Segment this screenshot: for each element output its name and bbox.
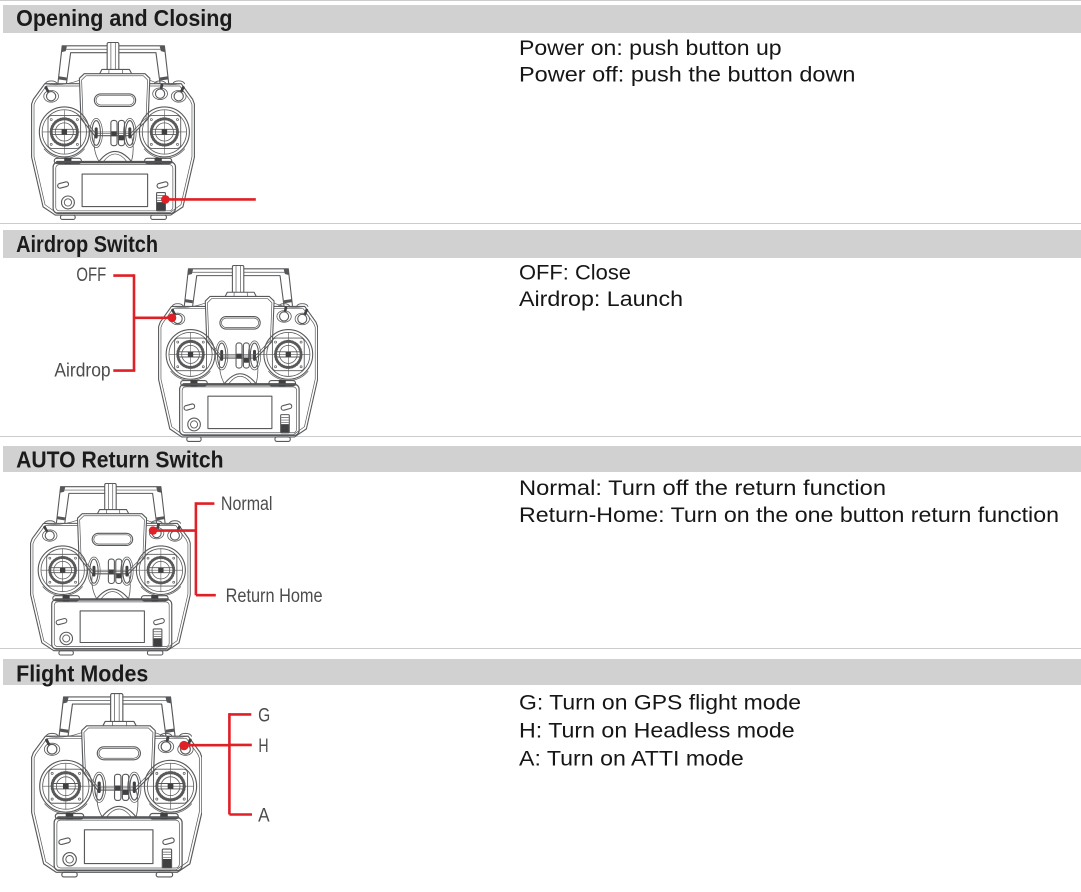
svg-text:OFF: Close: OFF: Close (519, 261, 631, 285)
svg-text:Normal: Normal (221, 494, 273, 515)
svg-text:H: H (258, 736, 268, 757)
svg-text:G: G (258, 706, 270, 727)
svg-text:Airdrop: Airdrop (54, 361, 110, 382)
svg-text:AUTO Return Switch: AUTO Return Switch (16, 446, 223, 472)
svg-text:Power off: push the button dow: Power off: push the button down (519, 62, 856, 86)
svg-text:Airdrop: Launch: Airdrop: Launch (519, 287, 683, 311)
svg-text:OFF: OFF (76, 265, 106, 286)
svg-text:Return-Home: Turn on the one b: Return-Home: Turn on the one button retu… (519, 503, 1059, 527)
svg-text:Normal: Turn off the return fu: Normal: Turn off the return function (519, 476, 886, 500)
svg-text:Flight Modes: Flight Modes (16, 661, 148, 687)
svg-text:Return Home: Return Home (226, 586, 323, 607)
svg-text:Power on: push button up: Power on: push button up (519, 36, 782, 60)
svg-text:A: A (258, 805, 270, 826)
svg-text:H: Turn on Headless mode: H: Turn on Headless mode (519, 718, 795, 742)
svg-text:Airdrop Switch: Airdrop Switch (16, 231, 158, 257)
svg-text:G: Turn on GPS flight mode: G: Turn on GPS flight mode (519, 691, 801, 715)
svg-text:A: Turn on ATTI mode: A: Turn on ATTI mode (519, 746, 744, 770)
svg-text:Opening and Closing: Opening and Closing (16, 5, 233, 31)
